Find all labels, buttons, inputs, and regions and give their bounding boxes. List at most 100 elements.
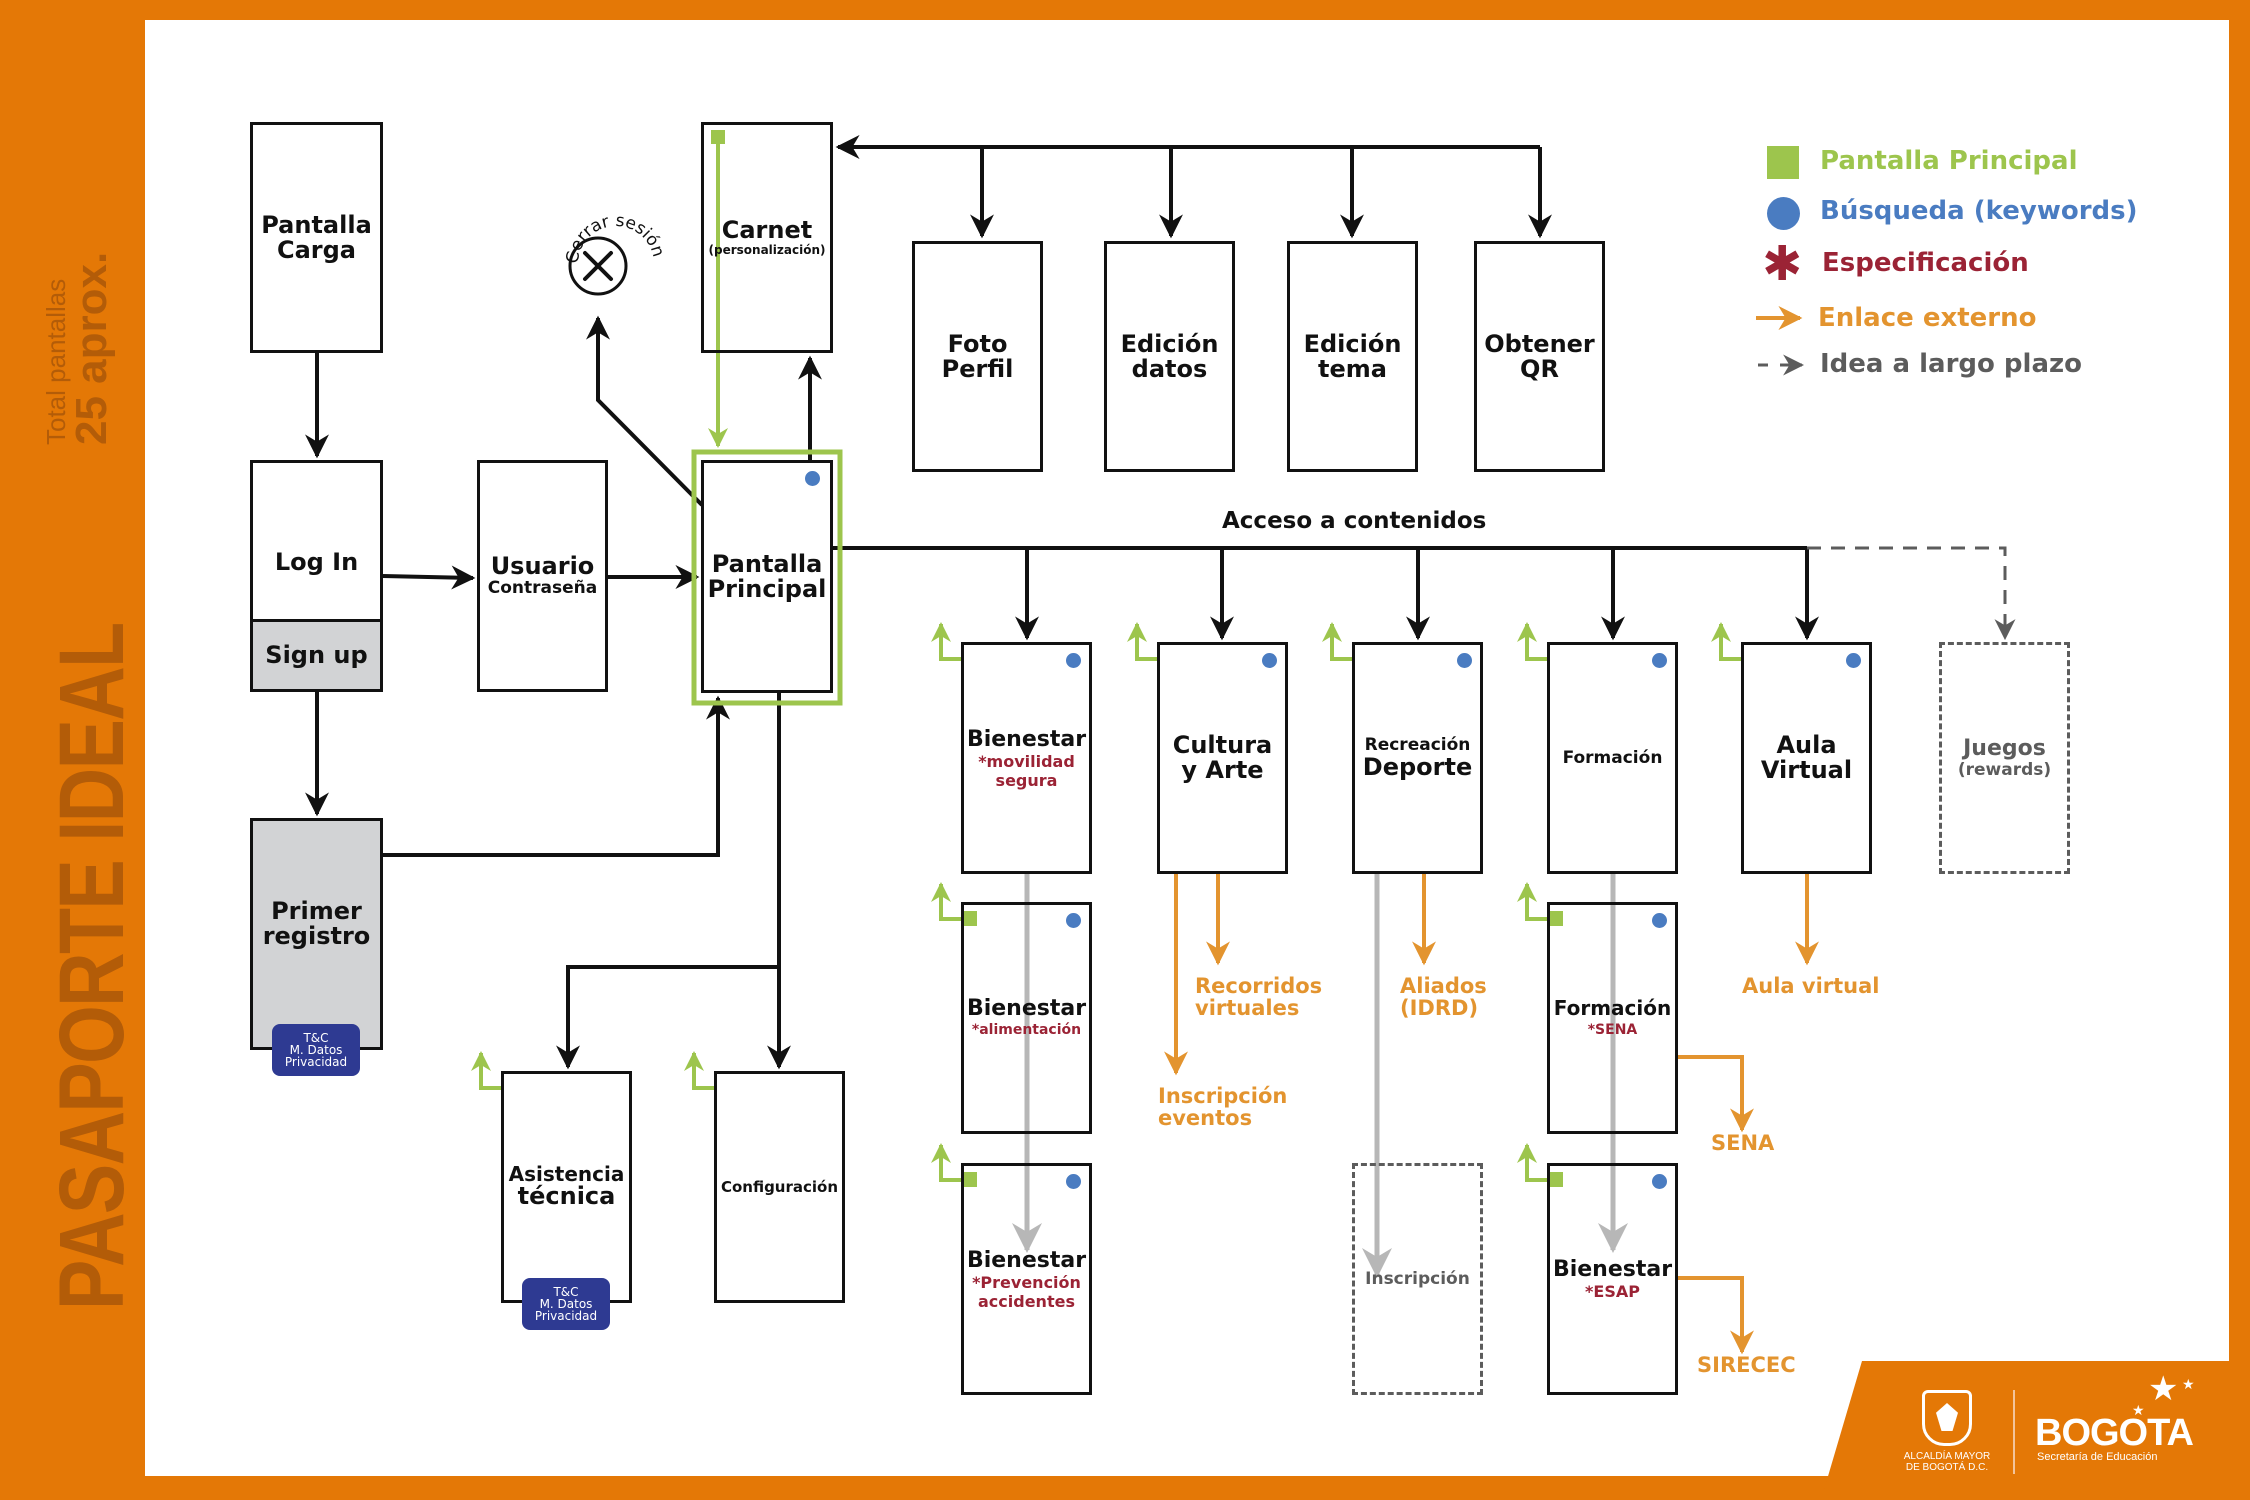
screen-bienestar-movilidad[interactable]: Bienestar *movilidad segura <box>961 642 1092 874</box>
badge-line: Privacidad <box>534 1309 598 1323</box>
terms-badge[interactable]: T&C M. Datos Privacidad <box>522 1278 610 1330</box>
spec-label: *alimentación <box>971 1022 1082 1038</box>
badge-line: T&C <box>303 1031 329 1045</box>
badge-line: T&C <box>553 1285 579 1299</box>
deporte-label: Deporte <box>1362 753 1473 781</box>
external-link-sena[interactable]: SENA <box>1711 1131 1775 1155</box>
screen-foto-perfil-label: Foto Perfil <box>941 329 1014 383</box>
secretaria-label: Secretaría de Educación <box>2037 1451 2158 1463</box>
screen-configuracion-label: Configuración <box>720 1177 839 1196</box>
spec-label: *Prevención accidentes <box>972 1272 1081 1311</box>
search-dot-icon <box>1262 653 1277 668</box>
footer-band <box>1821 1361 2250 1500</box>
formacion-label: Formación <box>1562 747 1663 768</box>
screen-foto-perfil[interactable]: Foto Perfil <box>912 241 1043 472</box>
screen-asistencia-tecnica[interactable]: Asistencia técnica <box>501 1071 632 1303</box>
screen-login-label: Log In <box>274 548 359 576</box>
screen-juegos[interactable]: Juegos (rewards) <box>1939 642 2070 874</box>
external-link-aula-virtual[interactable]: Aula virtual <box>1742 974 1880 998</box>
page-title: PASAPORTE IDEAL <box>40 473 145 1310</box>
search-dot-icon <box>1652 913 1667 928</box>
cultura-label: Cultura y Arte <box>1172 731 1273 784</box>
juegos-label: Juegos <box>1963 736 2046 761</box>
screen-recreacion-deporte[interactable]: Recreación Deporte <box>1352 642 1483 874</box>
screen-bienestar-prevencion[interactable]: Bienestar *Prevención accidentes <box>961 1163 1092 1395</box>
legend-pantalla-principal: Pantalla Principal <box>1820 146 2078 176</box>
screen-usuario-sub: Contraseña <box>487 578 598 598</box>
screen-obtener-qr-label: Obtener QR <box>1484 329 1595 383</box>
terms-badge[interactable]: T&C M. Datos Privacidad <box>272 1024 360 1076</box>
badge-line: M. Datos <box>289 1043 343 1057</box>
external-link-recorridos[interactable]: Recorridos virtuales <box>1195 974 1323 1020</box>
screen-carnet[interactable]: Carnet (personalización) <box>701 122 833 353</box>
screen-bienestar-esap[interactable]: Bienestar *ESAP <box>1547 1163 1678 1395</box>
bienestar-label: Bienestar <box>966 726 1087 752</box>
screen-primer-registro[interactable]: Primer registro <box>250 818 383 1050</box>
screen-pantalla-carga-label: Pantalla Carga <box>261 210 372 264</box>
screen-obtener-qr[interactable]: Obtener QR <box>1474 241 1605 472</box>
legend-especificacion: Especificación <box>1822 248 2029 278</box>
badge-line: M. Datos <box>539 1297 593 1311</box>
legend-enlace-externo: Enlace externo <box>1818 303 2037 333</box>
recreacion-label: Recreación <box>1364 735 1471 755</box>
spec-label: *SENA <box>1587 1022 1638 1038</box>
legend-busqueda: Búsqueda (keywords) <box>1820 196 2138 226</box>
inscripcion-label: Inscripción <box>1365 1268 1470 1289</box>
alcaldia-logo-text: ALCALDÍA MAYOR DE BOGOTÁ D.C. <box>1903 1451 1991 1473</box>
juegos-sub: (rewards) <box>1957 760 2052 780</box>
screen-cultura-arte[interactable]: Cultura y Arte <box>1157 642 1288 874</box>
page-title-text: PASAPORTE IDEAL <box>41 623 143 1310</box>
screen-formacion[interactable]: Formación <box>1547 642 1678 874</box>
star-icon: ★★★ <box>2132 1369 2195 1419</box>
screen-edicion-datos[interactable]: Edición datos <box>1104 241 1235 472</box>
formacion-label: Formación <box>1553 996 1672 1020</box>
signup-section[interactable]: Sign up <box>253 619 380 689</box>
spec-label: *movilidad segura <box>978 751 1075 790</box>
legend-idea-largo-plazo: Idea a largo plazo <box>1820 349 2082 379</box>
badge-line: Privacidad <box>284 1055 348 1069</box>
bienestar-label: Bienestar <box>966 996 1087 1021</box>
screen-edicion-tema-label: Edición tema <box>1303 329 1402 383</box>
external-link-aliados[interactable]: Aliados (IDRD) <box>1400 974 1487 1020</box>
screen-pantalla-carga[interactable]: Pantalla Carga <box>250 122 383 353</box>
screen-inscripcion[interactable]: Inscripción <box>1352 1163 1483 1395</box>
screen-bienestar-alimentacion[interactable]: Bienestar *alimentación <box>961 902 1092 1134</box>
screen-aula-virtual[interactable]: Aula Virtual <box>1741 642 1872 874</box>
green-square-icon <box>1767 146 1799 179</box>
bogota-logo: BOGOTA <box>2035 1412 2194 1454</box>
screen-configuracion[interactable]: Configuración <box>714 1071 845 1303</box>
screen-pantalla-principal[interactable]: Pantalla Principal <box>701 460 833 693</box>
bienestar-label: Bienestar <box>1552 1257 1673 1282</box>
logo-divider <box>2013 1390 2015 1474</box>
contents-section-label: Acceso a contenidos <box>1222 508 1487 534</box>
screen-carnet-label: Carnet <box>721 216 813 244</box>
search-dot-icon <box>1066 1174 1081 1189</box>
screen-edicion-tema[interactable]: Edición tema <box>1287 241 1418 472</box>
search-dot-icon <box>1066 913 1081 928</box>
search-dot-icon <box>805 471 820 486</box>
bienestar-label: Bienestar <box>966 1247 1087 1273</box>
screen-asistencia-label2: técnica <box>517 1182 616 1210</box>
screen-login[interactable]: Log In Sign up <box>250 460 383 692</box>
search-dot-icon <box>1066 653 1081 668</box>
screen-count-value: 25 aprox. <box>67 251 116 445</box>
screen-asistencia-label: Asistencia <box>508 1162 625 1186</box>
blue-dot-icon <box>1767 197 1800 230</box>
alcaldia-crest-icon <box>1922 1390 1972 1446</box>
search-dot-icon <box>1652 653 1667 668</box>
screen-usuario-label: Usuario <box>490 552 595 580</box>
cerrar-sesion[interactable]: Cerrar sesión <box>560 206 670 316</box>
screen-edicion-datos-label: Edición datos <box>1120 329 1219 383</box>
signup-label: Sign up <box>265 641 368 669</box>
screen-count-label: Total pantallas <box>41 278 71 445</box>
external-link-inscripcion-eventos[interactable]: Inscripción eventos <box>1158 1084 1288 1130</box>
screen-primer-registro-label: Primer registro <box>262 897 371 950</box>
search-dot-icon <box>1652 1174 1667 1189</box>
screen-count: Total pantallas 25 aprox. <box>41 251 116 445</box>
screen-usuario[interactable]: Usuario Contraseña <box>477 460 608 692</box>
external-link-sirecec[interactable]: SIRECEC <box>1697 1353 1796 1377</box>
search-dot-icon <box>1457 653 1472 668</box>
screen-principal-label: Pantalla Principal <box>707 549 827 603</box>
search-dot-icon <box>1846 653 1861 668</box>
screen-formacion-sena[interactable]: Formación *SENA <box>1547 902 1678 1134</box>
